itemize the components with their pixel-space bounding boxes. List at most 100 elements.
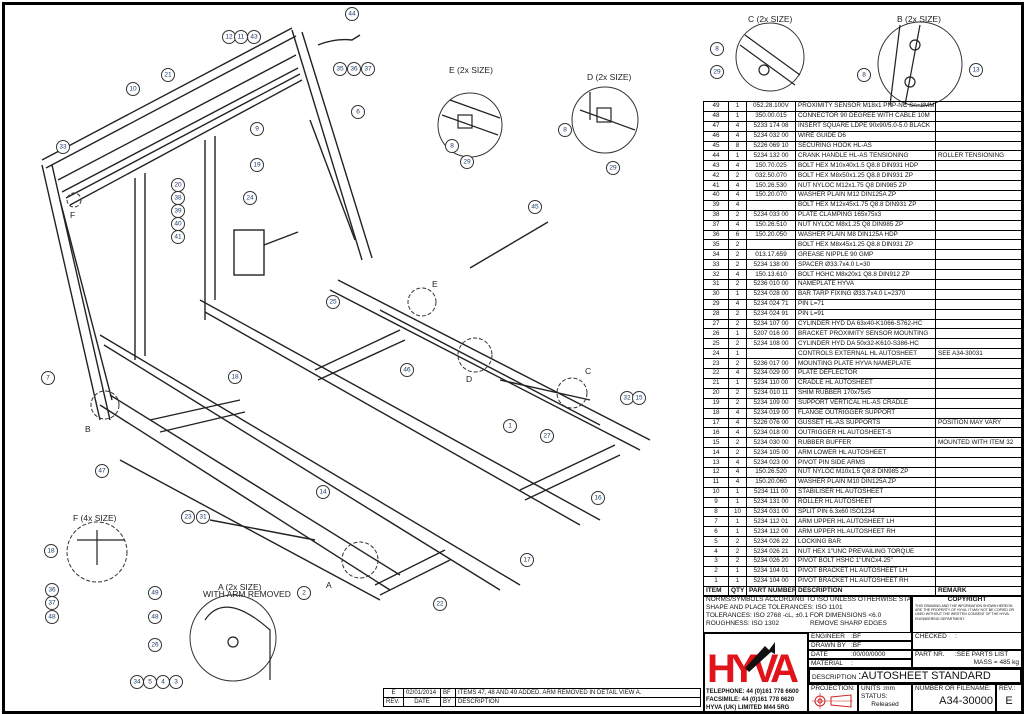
note-line: SHAPE AND PLACE TOLERANCES: ISO 1101 (706, 604, 843, 611)
svg-text:12: 12 (225, 34, 233, 41)
qty-cell: 4 (728, 190, 747, 201)
qty-cell: 1 (728, 526, 747, 538)
remark-cell (935, 318, 1023, 330)
item-cell: 22 (703, 368, 729, 379)
contact-info: TELEPHONE: 44 (0)161 778 6600 FACSIMILE:… (706, 688, 799, 712)
detail-view-letter: B (85, 424, 91, 434)
svg-text:15: 15 (635, 395, 643, 402)
description-cell: FLANGE OUTRIGGER SUPPORT (795, 407, 936, 419)
item-balloon: 8 (445, 139, 459, 153)
svg-text:8: 8 (862, 72, 866, 79)
part-number-cell: 150.26.530 (746, 180, 796, 192)
qty-cell: 4 (728, 407, 747, 419)
svg-text:32: 32 (623, 395, 631, 402)
remark-cell (935, 387, 1023, 399)
svg-text:8: 8 (563, 127, 567, 134)
item-cell: 10 (703, 486, 729, 498)
part-number-cell: 5234 111 00 (746, 486, 796, 498)
qty-cell: 2 (728, 239, 747, 251)
remark-cell (935, 160, 1023, 172)
item-cell: 16 (703, 427, 729, 439)
remark-cell (935, 338, 1023, 350)
item-balloon: 34 (130, 675, 144, 689)
description-cell: STABILISER HL AUTOSHEET (795, 486, 936, 498)
item-balloon: 2 (297, 586, 311, 600)
remark-cell (935, 288, 1023, 300)
item-balloon: 10 (126, 82, 140, 96)
third-angle-projection-icon (812, 693, 853, 709)
qty-cell: 10 (728, 506, 747, 518)
svg-text:38: 38 (174, 195, 182, 202)
item-balloon: 1 (503, 419, 517, 433)
description-cell: CONTROLS EXTERNAL HL AUTOSHEET (795, 348, 936, 360)
item-balloon: 15 (632, 391, 646, 405)
part-number-cell: 150.13.610 (746, 269, 796, 281)
remark-cell (935, 377, 1023, 389)
part-number-cell (746, 199, 796, 211)
item-balloon: 24 (243, 191, 257, 205)
svg-text:17: 17 (523, 557, 531, 564)
detail-view-label: WITH ARM REMOVED (203, 589, 291, 599)
part-number-cell: 5234 131 00 (746, 496, 796, 508)
qty-cell: 1 (728, 288, 747, 300)
item-cell: 4 (703, 546, 729, 557)
svg-text:11: 11 (238, 34, 245, 41)
svg-text:20: 20 (174, 182, 182, 189)
description-cell: BRACKET PROXIMITY SENSOR MOUNTING (795, 328, 936, 340)
description-cell: SHIM RUBBER 170x75x5 (795, 387, 936, 399)
description-cell: PROXIMITY SENSOR M18x1 PNP-NC Sn=8MM (795, 101, 936, 112)
part-number-cell: 5234 024 91 (746, 308, 796, 320)
drawing-number: A34-30000 (939, 695, 993, 707)
item-cell: 26 (703, 328, 729, 340)
remark-cell (935, 555, 1023, 567)
part-number-cell: 5236 010 00 (746, 279, 796, 290)
svg-text:19: 19 (253, 162, 261, 169)
item-balloon: 13 (969, 63, 983, 77)
qty-cell: 4 (728, 160, 747, 172)
qty-cell: 4 (728, 269, 747, 281)
svg-text:49: 49 (151, 590, 159, 597)
item-balloon: 11 (234, 30, 248, 44)
remark-cell (935, 407, 1023, 419)
checked-field: CHECKED: (912, 632, 1022, 650)
svg-text:3: 3 (174, 679, 178, 686)
svg-text:31: 31 (199, 514, 207, 521)
item-balloon: 35 (333, 62, 347, 76)
item-cell: 18 (703, 407, 729, 419)
remark-cell (935, 120, 1023, 132)
item-cell: 21 (703, 377, 729, 389)
item-cell: 19 (703, 397, 729, 409)
description-cell: PIVOT BRACKET HL AUTOSHEET RH (795, 575, 936, 587)
item-cell: 42 (703, 170, 729, 182)
description-cell: BOLT HEX M8x45x1.25 Q8.8 DIN931 ZP (795, 239, 936, 251)
remark-cell (935, 536, 1023, 548)
description-cell: BOLT HGHC M8x20x1 Q8.8 DIN912 ZP (795, 269, 936, 281)
detail-view-letter: D (466, 374, 472, 384)
qty-cell: 1 (728, 496, 747, 508)
qty-cell: 1 (728, 377, 747, 389)
remark-cell (935, 565, 1023, 577)
item-balloon: 36 (45, 583, 59, 597)
svg-text:35: 35 (336, 66, 344, 73)
number-field: NUMBER OR FILENAME: A34-30000 (912, 684, 996, 714)
svg-text:29: 29 (609, 165, 617, 172)
units-status-field: UNITS :mm STATUS: Released (858, 684, 912, 714)
description-cell: PIN L=91 (795, 308, 936, 320)
item-balloon: 8 (857, 68, 871, 82)
qty-cell: 4 (728, 466, 747, 478)
description-cell: PIVOT BOLT HSHC 1"UNCx4.25" (795, 555, 936, 567)
detail-view-letter: E (432, 279, 438, 289)
part-number-cell: 052.28.100V (746, 101, 796, 112)
part-number-cell: 5234 108 00 (746, 338, 796, 350)
item-balloon: 18 (228, 370, 242, 384)
svg-text:9: 9 (255, 126, 259, 133)
description-cell: ARM UPPER HL AUTOSHEET LH (795, 516, 936, 528)
remark-cell (935, 486, 1023, 498)
item-cell: 15 (703, 437, 729, 449)
